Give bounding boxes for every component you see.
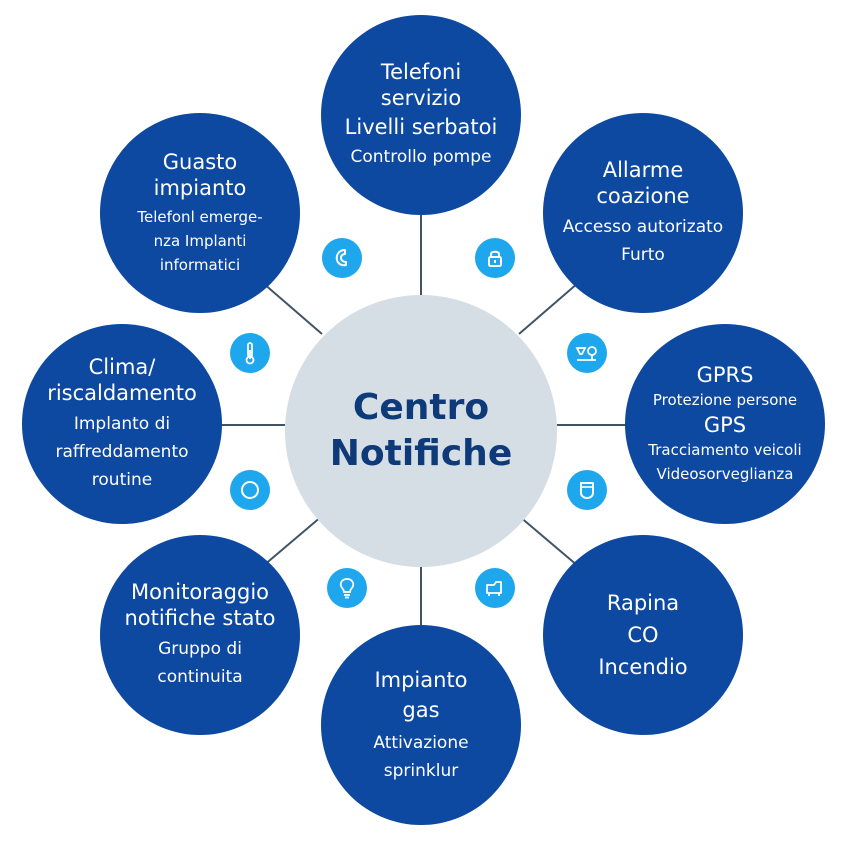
node-bottom-left-line-1: Monitoraggio: [130, 580, 270, 604]
node-top-right-line-4: Furto: [621, 245, 665, 265]
node-bottom-right: Rapina CO Incendio: [543, 535, 743, 735]
connector-top-right: [518, 282, 579, 335]
node-top-right-line-2: coazione: [596, 184, 690, 208]
node-right-line-2: Protezione persone: [652, 391, 798, 409]
node-top-line-2: servizio: [380, 86, 462, 110]
node-top-left-line-1: Guasto: [162, 150, 238, 174]
center-hub: Centro Notifiche: [285, 295, 557, 567]
node-right-line-5: Videosorveglianza: [656, 465, 794, 483]
sofa-chair-icon: [475, 568, 515, 608]
node-bottom-line-4: sprinklur: [383, 761, 459, 781]
connector-bottom-right: [518, 515, 579, 567]
phone-handset-icon: [322, 238, 362, 278]
node-bottom-right-line-1: Rapina: [606, 591, 680, 615]
lightbulb-icon: [327, 568, 367, 608]
node-bottom-left-line-2: notifiche stato: [124, 606, 276, 630]
node-top-left-line-3: Telefonl emerge-: [137, 208, 263, 226]
node-top-right-line-1: Allarme: [602, 158, 684, 182]
node-top-left: Guasto impianto Telefonl emerge- nza Imp…: [100, 113, 300, 313]
node-top-line-4: Controllo pompe: [350, 147, 492, 167]
node-right-line-3: GPS: [703, 413, 747, 437]
node-top-left-line-5: informatici: [159, 256, 241, 274]
connector-top-left: [262, 282, 323, 335]
ring-icon: [230, 470, 270, 510]
node-left-line-5: routine: [91, 470, 153, 490]
node-bottom-line-1: Impianto: [374, 668, 468, 692]
node-top: Telefoni servizio Livelli serbatoi Contr…: [321, 15, 521, 215]
node-bottom-left: Monitoraggio notifiche stato Gruppo di c…: [100, 535, 300, 735]
node-bottom-left-line-4: continuita: [157, 667, 243, 687]
node-top-line-3: Livelli serbatoi: [344, 115, 498, 139]
node-top-right-line-3: Accesso autorizato: [562, 217, 724, 237]
node-left-line-1: Clima/: [88, 355, 156, 379]
node-top-right: Allarme coazione Accesso autorizato Furt…: [543, 113, 743, 313]
thermometer-icon: [230, 333, 270, 373]
node-bottom-right-line-2: CO: [627, 623, 659, 647]
node-left-line-2: riscaldamento: [47, 381, 197, 405]
node-bottom-left-line-3: Gruppo di: [158, 639, 242, 659]
node-top-line-1: Telefoni: [380, 60, 462, 84]
node-right: GPRS Protezione persone GPS Tracciamento…: [625, 324, 825, 524]
node-top-left-line-2: impianto: [153, 176, 247, 200]
node-bottom-line-2: gas: [402, 698, 440, 722]
node-bottom: Impianto gas Attivazione sprinklur: [321, 625, 521, 825]
padlock-icon: [475, 238, 515, 278]
center-line-2: Notifiche: [329, 433, 513, 474]
connector-bottom-left: [262, 515, 323, 567]
node-right-line-1: GPRS: [696, 363, 754, 387]
node-top-left-line-4: nza Implanti: [153, 232, 247, 250]
node-left-line-3: Implanto di: [73, 414, 171, 434]
cctv-camera-icon: [567, 333, 607, 373]
node-right-line-4: Tracciamento veicoli: [648, 441, 802, 459]
center-line-1: Centro: [352, 387, 490, 428]
node-bottom-right-line-3: Incendio: [598, 655, 688, 679]
node-left-line-4: raffreddamento: [55, 442, 189, 462]
node-bottom-line-3: Attivazione: [373, 733, 469, 753]
shield-icon: [567, 470, 607, 510]
node-left: Clima/ riscaldamento Implanto di raffred…: [22, 324, 222, 524]
